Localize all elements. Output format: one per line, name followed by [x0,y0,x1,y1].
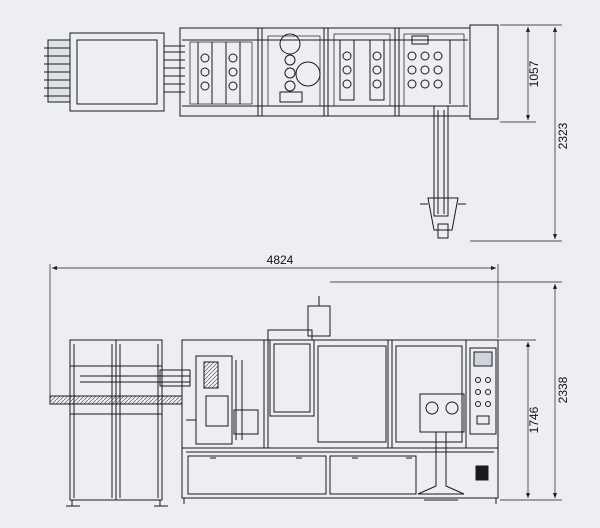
filler-hood [269,339,315,417]
control-panel [469,347,497,435]
top-dimensions [470,24,562,242]
base-cabinet [181,447,499,499]
top-view [44,24,499,239]
station-foil [333,33,391,107]
outfeed-chute [420,105,466,239]
station-cup-drop [189,41,253,105]
cup-drop-mechanics [186,355,259,445]
infeed-rails [44,39,71,103]
dim-overall-length: 4824 [267,253,294,267]
dim-overall-height: 2338 [556,376,570,403]
front-dimensions [49,264,562,501]
dim-top-width: 1057 [527,60,541,87]
outfeed-mechanics [417,393,465,501]
dim-front-height: 1746 [527,406,541,433]
control-cabinet-top [469,24,499,120]
transfer-bars [164,45,185,93]
machine-body-top [179,27,471,117]
magazine-window [76,39,158,105]
dosing-unit [307,305,331,337]
magazine-frame [69,32,165,112]
station-sealing [403,33,465,107]
station-filling [267,33,321,107]
front-view [49,296,499,507]
dim-top-total: 2323 [556,122,570,149]
